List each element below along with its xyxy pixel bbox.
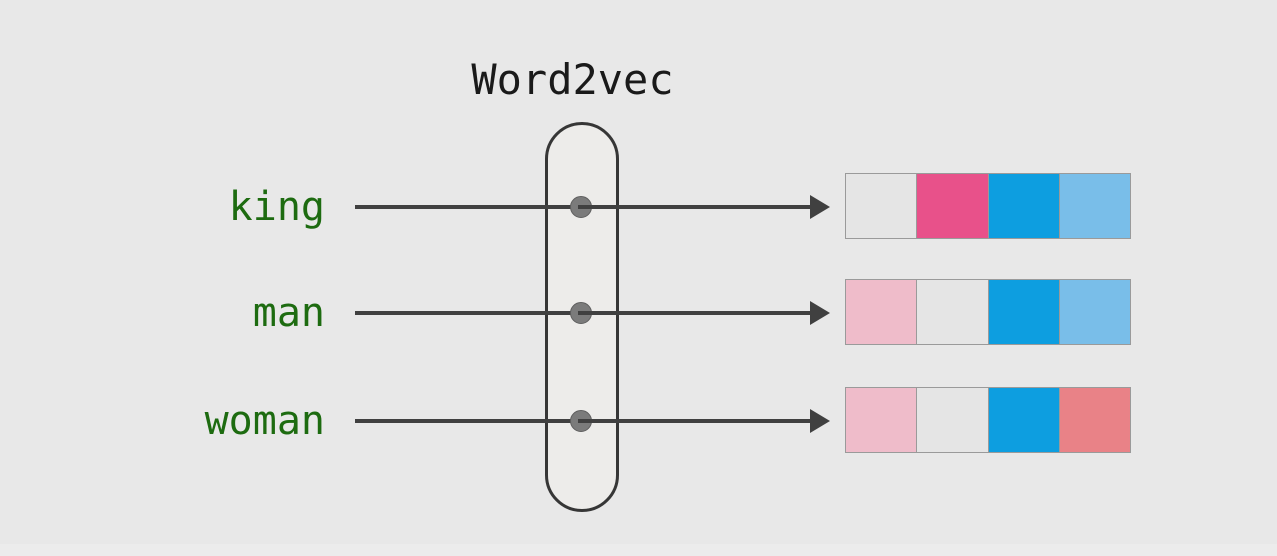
input-wire-man	[355, 311, 577, 315]
vector-cell-light-pink	[845, 387, 918, 453]
word-row-woman: woman	[0, 386, 1277, 456]
vector-cell-empty	[916, 387, 989, 453]
word-label-man: man	[252, 290, 325, 336]
arrow-head-icon-king	[810, 195, 830, 219]
vector-cell-strong-blue	[987, 173, 1060, 239]
arrow-head-icon-man	[810, 301, 830, 325]
output-wire-woman	[578, 419, 814, 423]
input-wire-king	[355, 205, 577, 209]
vector-cell-strong-blue	[987, 387, 1060, 453]
word-row-man: man	[0, 278, 1277, 348]
embedding-vector-woman	[845, 387, 1131, 453]
bottom-edge-band	[0, 544, 1277, 556]
input-wire-woman	[355, 419, 577, 423]
vector-cell-light-blue	[1058, 279, 1131, 345]
vector-cell-strong-blue	[987, 279, 1060, 345]
word-label-king: king	[228, 184, 325, 230]
vector-cell-light-pink	[845, 279, 918, 345]
word-row-king: king	[0, 172, 1277, 242]
word-label-woman: woman	[204, 398, 325, 444]
page-title: Word2vec	[471, 55, 674, 104]
vector-cell-empty	[916, 279, 989, 345]
vector-cell-magenta	[916, 173, 989, 239]
output-wire-king	[578, 205, 814, 209]
output-wire-man	[578, 311, 814, 315]
embedding-vector-man	[845, 279, 1131, 345]
arrow-head-icon-woman	[810, 409, 830, 433]
vector-cell-salmon	[1058, 387, 1131, 453]
vector-cell-empty	[845, 173, 918, 239]
embedding-vector-king	[845, 173, 1131, 239]
vector-cell-light-blue	[1058, 173, 1131, 239]
